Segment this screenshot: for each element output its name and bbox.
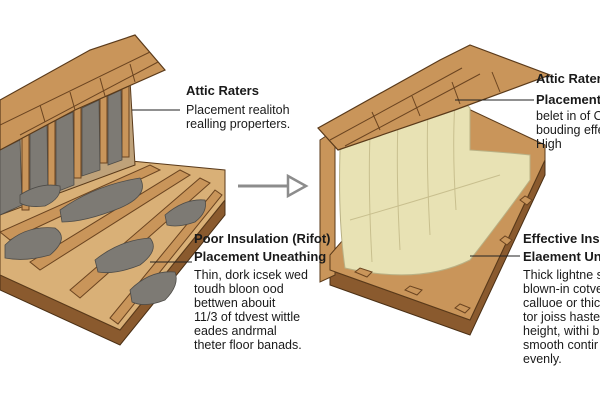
right-top-heading: Attic Raters	[536, 72, 600, 86]
left-floor-insulation	[4, 177, 206, 305]
right-bottom-subheading: Elaement Unffec	[523, 248, 600, 264]
right-bottom-line-5: height, withi b	[523, 324, 600, 339]
right-bottom-line-1: Thick lightne sp	[523, 268, 600, 283]
poor-insulation-attic	[0, 34, 226, 346]
left-wall-insulation	[0, 89, 123, 216]
right-bottom-line-6: smooth contir	[523, 338, 599, 353]
left-top-line-2: realling properters.	[186, 116, 291, 131]
comparison-arrow	[238, 173, 309, 199]
left-bottom-line-2: toudh bloon ood	[194, 282, 284, 297]
left-top-callout: Attic Raters Placement realitoh realling…	[186, 83, 291, 131]
right-top-subheading: Placement—	[536, 91, 600, 107]
left-bottom-line-6: theter floor banads.	[194, 338, 302, 353]
right-top-line-1: belet in of O	[536, 109, 600, 124]
right-top-line-2: bouding effe	[536, 123, 600, 138]
right-insulation-seams	[349, 99, 501, 263]
left-top-line-1: Placement realitoh	[186, 102, 290, 117]
effective-insulation-attic	[317, 44, 552, 336]
right-bottom-line-4: tor joiss haster	[523, 310, 600, 325]
left-bottom-line-1: Thin, dork icsek wed	[194, 268, 308, 283]
left-bottom-heading: Poor Insulation (Rifot)	[194, 231, 331, 246]
left-top-heading: Attic Raters	[186, 83, 259, 98]
right-top-line-3: High	[536, 137, 562, 152]
right-bottom-line-3: calluoe or thick	[523, 296, 600, 311]
right-bottom-heading: Effective Insula	[523, 232, 600, 246]
right-bottom-line-7: evenly.	[523, 352, 562, 367]
left-bottom-line-4: 11/3 of tdvest wittle	[194, 310, 301, 325]
right-top-callout: Attic Raters Placement— belet in of O bo…	[536, 72, 600, 151]
left-bottom-subheading: Placement Uneathing	[194, 248, 327, 264]
right-bottom-callout: Effective Insula Elaement Unffec Thick l…	[523, 232, 600, 366]
right-bottom-line-2: blown-in cotver	[523, 282, 600, 297]
left-bottom-line-3: bettwen abouit	[194, 296, 276, 311]
right-roof	[317, 44, 552, 151]
left-bottom-callout: Poor Insulation (Rifot) Placement Uneath…	[194, 231, 331, 353]
left-roof	[0, 34, 166, 151]
left-bottom-line-5: eades andrmal	[194, 324, 277, 339]
right-floor-joists	[354, 195, 533, 314]
